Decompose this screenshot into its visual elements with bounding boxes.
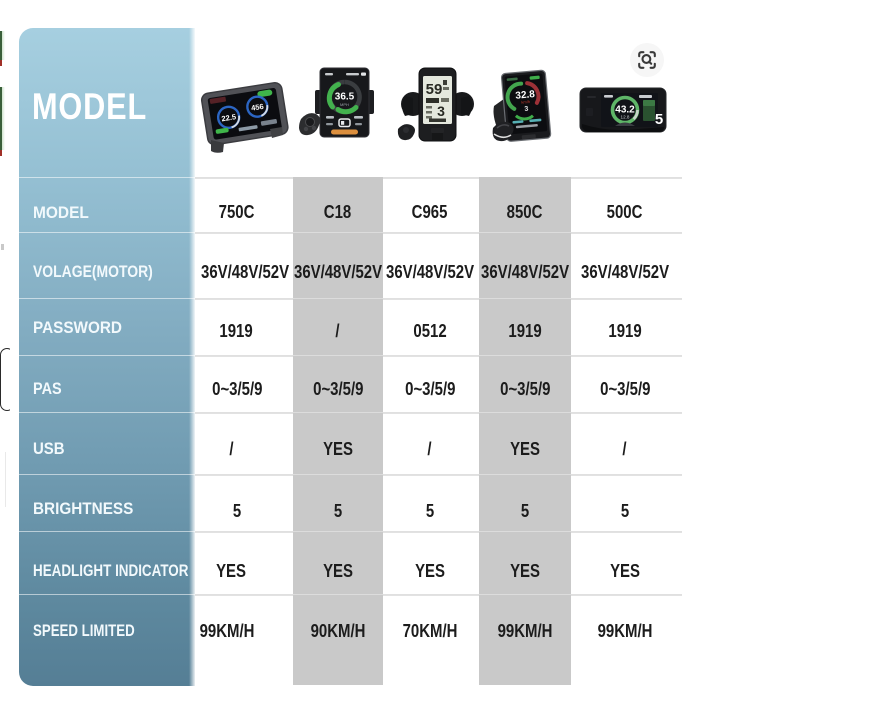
- svg-text:59: 59: [426, 81, 443, 98]
- svg-text:12.8: 12.8: [621, 115, 630, 120]
- svg-text:MPH: MPH: [340, 102, 349, 107]
- svg-text:3: 3: [437, 103, 445, 119]
- svg-text:5: 5: [655, 111, 663, 128]
- svg-text:456: 456: [251, 102, 265, 113]
- svg-text:km/h: km/h: [521, 99, 530, 105]
- svg-text:43.2: 43.2: [615, 105, 635, 116]
- svg-text:3: 3: [524, 106, 529, 113]
- svg-text:32.8: 32.8: [515, 89, 536, 102]
- svg-text:36.5: 36.5: [335, 92, 355, 103]
- svg-text:22.5: 22.5: [221, 112, 237, 123]
